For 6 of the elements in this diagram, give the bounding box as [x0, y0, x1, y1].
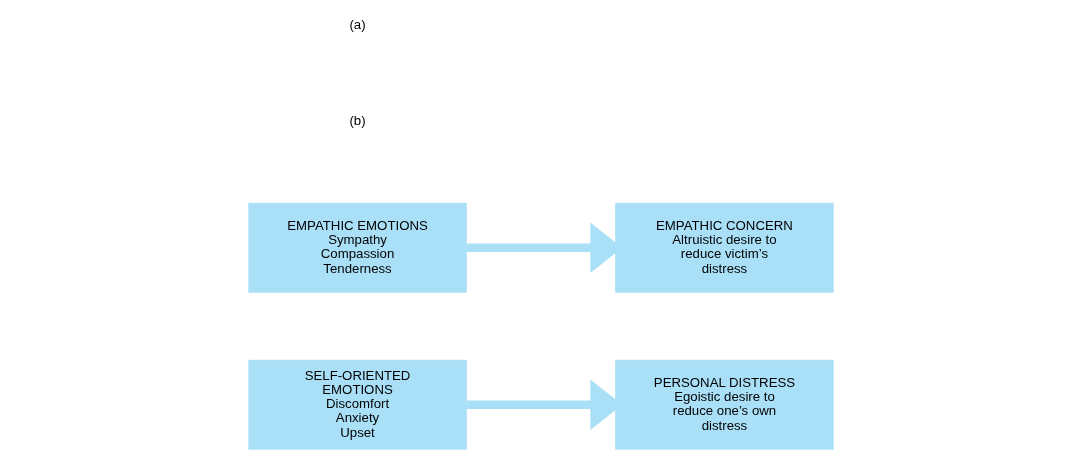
label: (a): [349, 17, 366, 33]
node-box: PERSONAL DISTRESS Egoistic desire to reduce one’s own distress: [615, 359, 834, 450]
label: (b): [349, 112, 366, 128]
node-box: EMPATHIC CONCERN Altruistic desire to reduce victim’s distress: [615, 202, 834, 293]
node-box: EMPATHIC EMOTIONS Sympathy Compassion Tenderness: [248, 202, 467, 293]
node-box: SELF-ORIENTED EMOTIONS Discomfort Anxiety Upset: [248, 359, 467, 450]
